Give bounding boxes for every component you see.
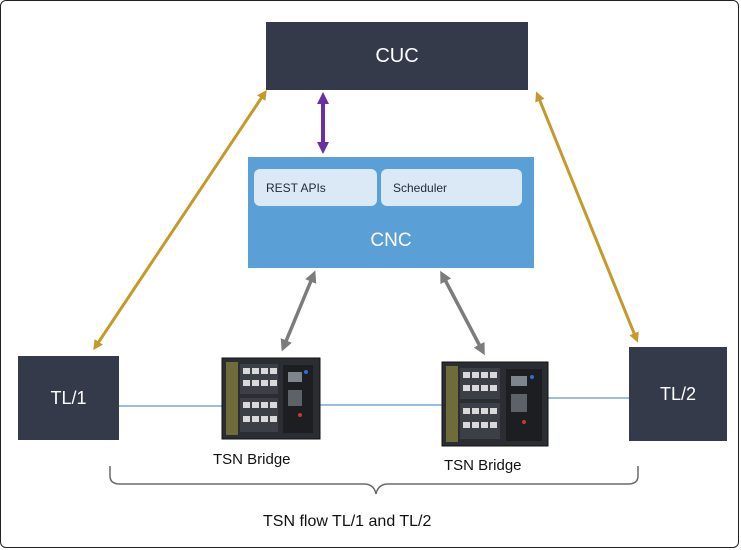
scheduler-module: Scheduler <box>381 169 522 206</box>
talker-tl1-label: TL/1 <box>50 387 87 408</box>
tsn-bridge-device-right <box>441 361 549 447</box>
tsn-bridge-device-left <box>221 357 321 440</box>
cuc-label: CUC <box>375 44 419 67</box>
cnc-node: REST APIs Scheduler CNC <box>248 157 534 268</box>
scheduler-label: Scheduler <box>393 180 448 195</box>
rest-apis-label: REST APIs <box>266 180 326 195</box>
tsn-bridge-left-label: TSN Bridge <box>213 451 291 468</box>
talker-tl2-node: TL/2 <box>629 347 727 441</box>
talker-tl1-node: TL/1 <box>18 356 119 440</box>
cnc-label: CNC <box>370 230 412 251</box>
talker-tl2-label: TL/2 <box>659 383 697 404</box>
rest-apis-module: REST APIs <box>254 169 377 206</box>
flow-caption: TSN flow TL/1 and TL/2 <box>263 513 432 530</box>
flow-brace <box>109 466 639 495</box>
arrow-cuc-tl1 <box>93 89 267 351</box>
arrow-cnc-bridge1 <box>280 270 317 352</box>
cuc-node: CUC <box>266 22 528 90</box>
tsn-bridge-right-label: TSN Bridge <box>444 457 522 474</box>
arrow-cnc-bridge2 <box>440 270 485 356</box>
arrow-cuc-tl2 <box>535 91 639 343</box>
